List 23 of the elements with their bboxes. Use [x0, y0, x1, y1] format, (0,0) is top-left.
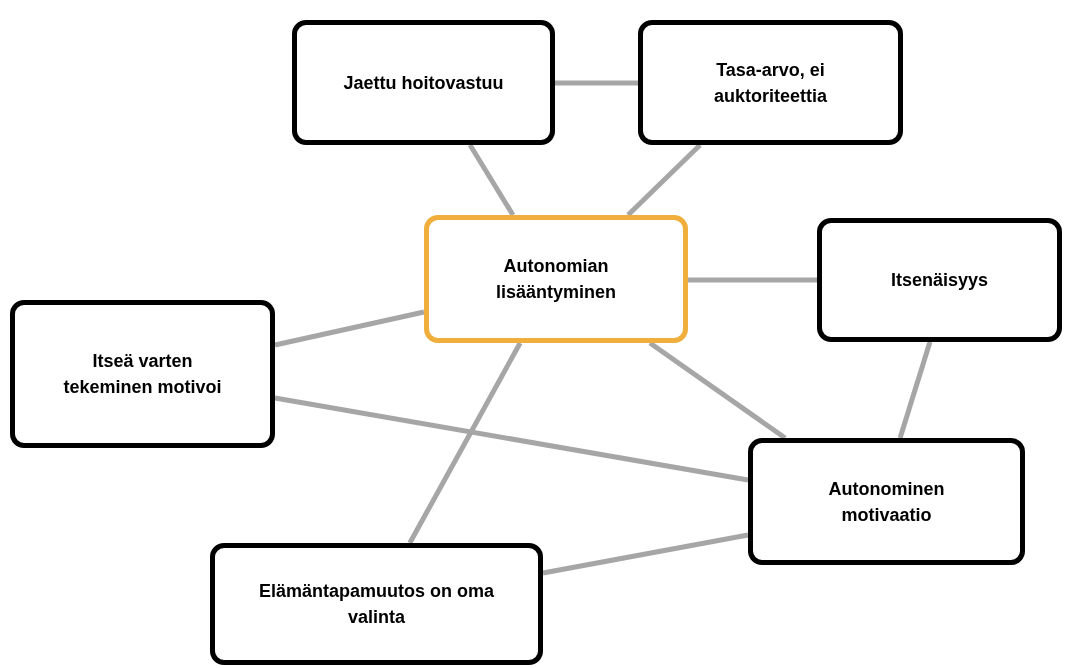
concept-box [210, 543, 543, 665]
node-label: Autonominen motivaatio [827, 477, 946, 527]
node-label: Itsenäisyys [889, 269, 990, 292]
connector-line [407, 341, 523, 545]
connector-line [542, 532, 749, 576]
connector-line [274, 395, 749, 483]
node-label: Jaettu hoitovastuu [342, 71, 505, 95]
concept-box [817, 218, 1062, 342]
concept-box [638, 20, 903, 145]
concept-box [10, 300, 275, 448]
node-label: Autonomian lisääntyminen [494, 255, 617, 304]
connector-line [688, 277, 817, 283]
node-label: Itseä varten tekeminen motivoi [62, 350, 223, 399]
connector-line [897, 341, 933, 439]
concept-box [292, 20, 555, 145]
concept-box [748, 438, 1025, 565]
connector-line [467, 143, 516, 217]
connector-line [555, 80, 638, 86]
node-label: Tasa-arvo, ei auktoriteettia [713, 58, 828, 108]
node-label: Elämäntapamuutos on oma valinta [257, 580, 495, 629]
connector-line [626, 143, 702, 217]
concept-box [424, 215, 688, 343]
connector-line [274, 309, 425, 348]
